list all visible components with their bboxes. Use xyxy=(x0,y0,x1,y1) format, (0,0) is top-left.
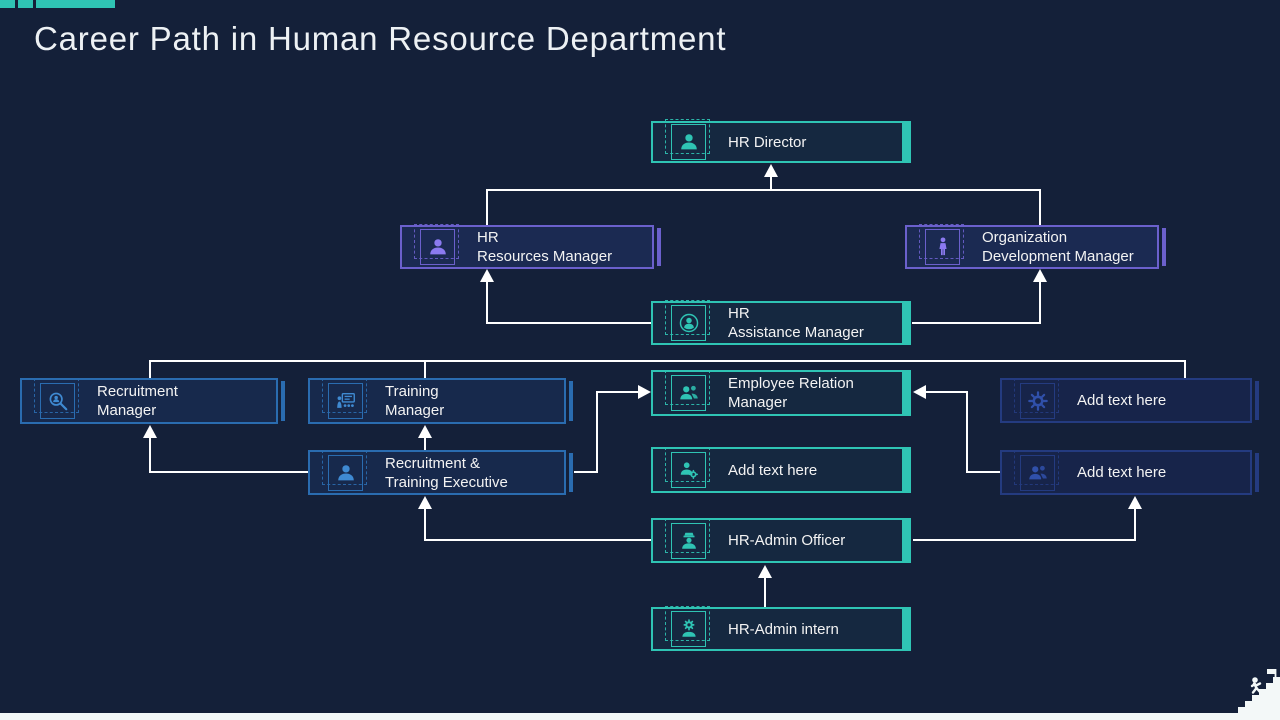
top-left-bar-2 xyxy=(18,0,33,8)
standing-person-icon xyxy=(919,224,964,265)
training-board-icon xyxy=(322,378,367,419)
node-label: Add text here xyxy=(1077,392,1167,409)
node-hr-admin-intern[interactable]: HR-Admin intern xyxy=(651,606,911,651)
stairs-climber-icon xyxy=(1238,669,1280,713)
person-badge-icon xyxy=(665,300,710,341)
node-label: HR xyxy=(477,229,499,246)
intern-gear-icon xyxy=(665,606,710,647)
node-label: Add text here xyxy=(1077,464,1167,481)
search-person-icon xyxy=(34,378,79,419)
node-label: HR xyxy=(728,305,750,322)
node-add-text-center[interactable]: Add text here xyxy=(651,447,911,493)
person-gear-icon xyxy=(665,447,710,488)
node-label: Resources Manager xyxy=(477,248,613,265)
top-left-bar-3 xyxy=(36,0,115,8)
node-label: Manager xyxy=(97,402,157,419)
node-employee-relation-manager[interactable]: Employee Relation Manager xyxy=(651,370,911,416)
node-label: Organization xyxy=(982,229,1068,246)
node-label: Recruitment xyxy=(97,383,178,400)
node-label: Training Executive xyxy=(385,473,508,491)
node-recruitment-manager[interactable]: Recruitment Manager xyxy=(20,378,285,424)
node-hr-assistance-manager[interactable]: HR Assistance Manager xyxy=(651,300,911,345)
node-hr-admin-officer[interactable]: HR-Admin Officer xyxy=(651,517,911,563)
officer-icon xyxy=(665,517,710,559)
node-label: Employee Relation xyxy=(728,375,854,392)
bottom-strip xyxy=(0,713,1280,720)
node-label: Training xyxy=(385,383,439,400)
node-label: Manager xyxy=(728,394,788,411)
node-label: Recruitment & xyxy=(385,454,481,472)
node-label: Manager xyxy=(385,402,445,419)
node-training-manager[interactable]: Training Manager xyxy=(308,378,573,424)
node-label: HR Director xyxy=(728,133,807,151)
node-hr-director[interactable]: HR Director xyxy=(651,119,911,163)
top-left-bar-1 xyxy=(0,0,15,8)
person-icon xyxy=(414,224,459,265)
node-label: HR-Admin Officer xyxy=(728,532,846,549)
person-icon xyxy=(665,119,710,160)
page-title: Career Path in Human Resource Department xyxy=(34,20,727,57)
person-icon xyxy=(322,449,367,491)
node-label: HR-Admin intern xyxy=(728,620,839,638)
node-hr-resources-manager[interactable]: HR Resources Manager xyxy=(400,224,661,269)
people-icon xyxy=(665,370,710,411)
node-add-text-right-top[interactable]: Add text here xyxy=(1000,377,1259,423)
node-organization-development-manager[interactable]: Organization Development Manager xyxy=(905,224,1166,269)
node-label: Assistance Manager xyxy=(728,324,864,341)
node-recruitment-training-executive[interactable]: Recruitment & Training Executive xyxy=(308,449,573,495)
gear-icon xyxy=(1014,377,1059,419)
node-add-text-right-bottom[interactable]: Add text here xyxy=(1000,449,1259,495)
people-icon xyxy=(1014,449,1059,491)
node-label: Add text here xyxy=(728,461,818,479)
node-label: Development Manager xyxy=(982,248,1134,265)
